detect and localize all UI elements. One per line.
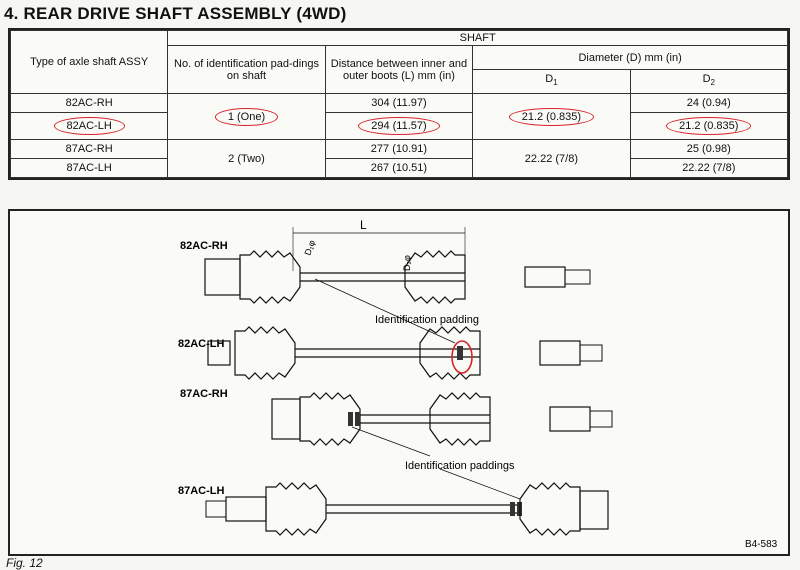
callout-identification-padding: Identification padding	[375, 314, 479, 326]
dim-d2-label: D₂φ	[402, 255, 412, 271]
shaft-87ac-rh: 87AC-RH	[180, 388, 613, 446]
row-d2: 25 (0.98)	[629, 139, 789, 160]
table-row: 82AC-LH 294 (11.57) 21.2 (0.835)	[9, 111, 789, 141]
col-header-diameter: Diameter (D) mm (in)	[472, 45, 788, 70]
col-header-padding: No. of identification pad-dings on shaft	[167, 45, 326, 94]
page-title: 4. REAR DRIVE SHAFT ASSEMBLY (4WD)	[4, 4, 347, 23]
shaft-87ac-lh: 87AC-LH	[178, 482, 609, 536]
row-type: 87AC-RH	[9, 139, 169, 160]
dim-d1-label: D₁φ	[302, 239, 317, 257]
col-header-shaft: SHAFT	[167, 30, 788, 46]
spec-table-frame: Type of axle shaft ASSY SHAFT No. of ide…	[8, 28, 790, 180]
table-row: 87AC-LH 267 (10.51) 22.22 (7/8)	[9, 158, 789, 178]
col-header-d2: D2	[629, 69, 789, 94]
row-d2: 21.2 (0.835)	[629, 111, 789, 141]
row-distance: 277 (10.91)	[324, 139, 474, 160]
dim-l-label: L	[360, 218, 367, 232]
padding-count-two: 2 (Two)	[167, 139, 326, 178]
row-d2: 24 (0.94)	[629, 93, 789, 113]
shaft-label-87ac-rh: 87AC-RH	[180, 388, 228, 400]
table-row: 82AC-RH 1 (One) 304 (11.97) 21.2 (0.835)…	[9, 92, 789, 141]
shaft-82ac-rh: 82AC-RH L D₁φ D₂φ	[180, 218, 591, 304]
shaft-diagram: 82AC-RH L D₁φ D₂φ 82AC-LH	[178, 218, 778, 550]
col-header-distance: Distance between inner and outer boots (…	[324, 45, 474, 94]
callout-identification-paddings: Identification paddings	[405, 460, 515, 472]
col-header-type: Type of axle shaft ASSY	[9, 30, 169, 94]
figure-caption: Fig. 12	[6, 556, 43, 570]
shaft-label-87ac-lh: 87AC-LH	[178, 485, 225, 497]
padding-count-one: 1 (One)	[167, 92, 326, 141]
row-distance: 304 (11.97)	[324, 93, 474, 113]
shaft-82ac-lh: 82AC-LH	[178, 326, 603, 380]
d1-group-2: 22.22 (7/8)	[472, 139, 631, 178]
col-header-d1: D1	[472, 69, 631, 94]
spec-table: Type of axle shaft ASSY SHAFT No. of ide…	[9, 30, 789, 178]
row-distance: 267 (10.51)	[324, 158, 474, 178]
padding-highlight	[451, 340, 473, 374]
table-row: 87AC-RH 2 (Two) 277 (10.91) 22.22 (7/8) …	[9, 139, 789, 178]
row-distance: 294 (11.57)	[324, 111, 474, 141]
shaft-label-82ac-lh: 82AC-LH	[178, 338, 225, 350]
figure-code: B4-583	[745, 539, 778, 550]
row-type: 82AC-RH	[9, 93, 169, 113]
shaft-label-82ac-rh: 82AC-RH	[180, 240, 228, 252]
d1-group-1: 21.2 (0.835)	[472, 92, 631, 141]
row-type: 87AC-LH	[9, 158, 169, 178]
row-type: 82AC-LH	[9, 111, 169, 141]
shaft-figure: 82AC-RH L D₁φ D₂φ 82AC-LH	[8, 209, 790, 556]
row-d2: 22.22 (7/8)	[629, 158, 789, 178]
